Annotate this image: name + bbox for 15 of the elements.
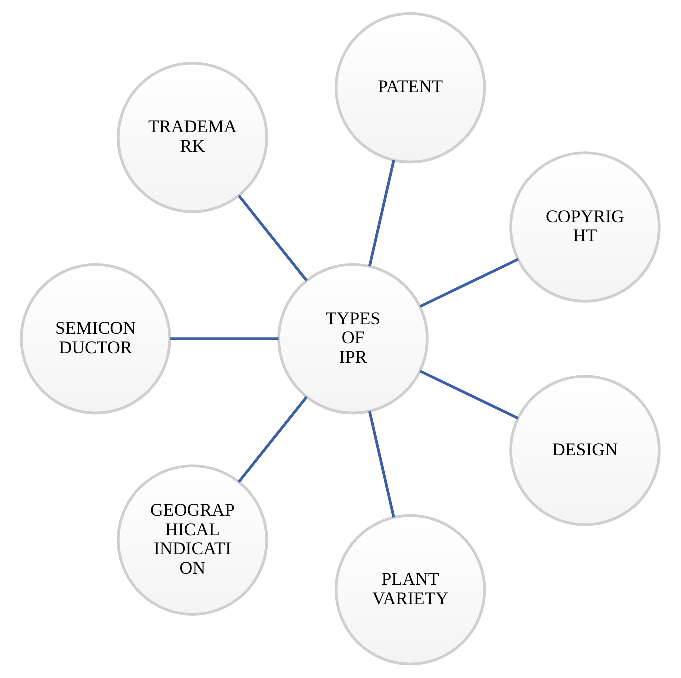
- node-circle: GEOGRAP HICAL INDICATI ON: [117, 464, 268, 616]
- node-circle: TYPES OF IPR: [278, 263, 429, 415]
- connector: [170, 338, 279, 340]
- connector: [420, 258, 519, 308]
- node-circle: DESIGN: [510, 375, 661, 526]
- connector: [368, 411, 396, 518]
- connector: [420, 370, 519, 420]
- connector: [238, 194, 308, 282]
- node-circle: COPYRIG HT: [510, 152, 661, 303]
- node-circle: PLANT VARIETY: [334, 514, 486, 666]
- node-circle: TRADEMA RK: [117, 62, 268, 214]
- connector: [368, 160, 396, 267]
- node-circle: SEMICON DUCTOR: [20, 263, 172, 415]
- node-circle: PATENT: [334, 12, 486, 164]
- connector: [238, 396, 308, 484]
